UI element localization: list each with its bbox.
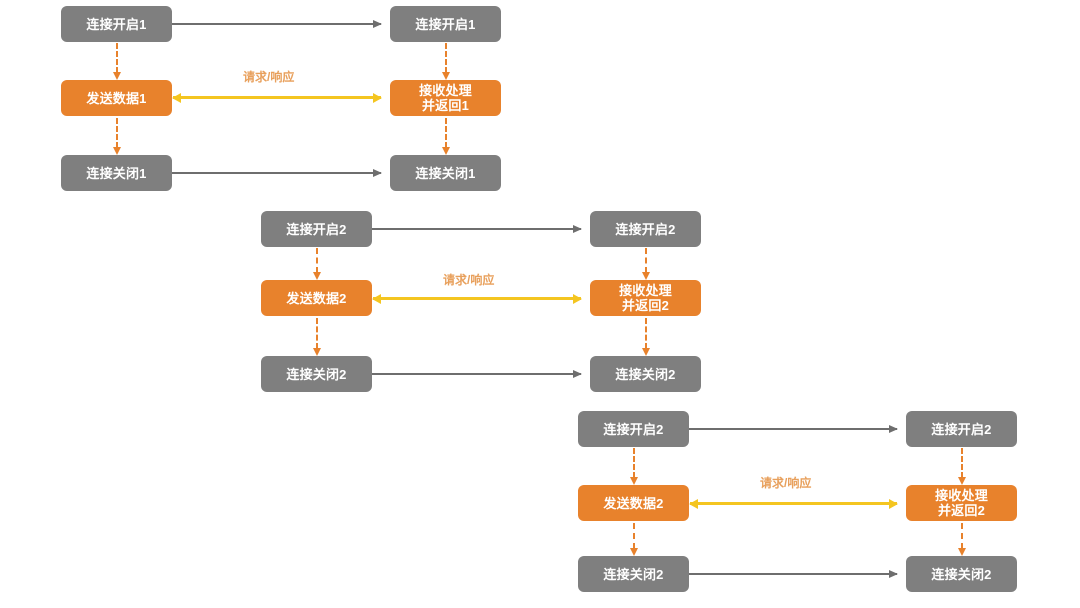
- node-label: 接收处理 并返回2: [935, 488, 988, 518]
- node-label: 连接关闭1: [415, 165, 476, 181]
- node-client-close-2[interactable]: 连接关闭2: [261, 356, 372, 392]
- node-server-receive-2[interactable]: 接收处理 并返回2: [590, 280, 701, 316]
- dashed-connector-client-open-to-send-3: [630, 448, 638, 485]
- node-label: 连接开启1: [86, 16, 147, 32]
- node-label: 连接关闭2: [931, 566, 992, 582]
- node-server-open-1[interactable]: 连接开启1: [390, 6, 501, 42]
- dashed-connector-server-receive-to-close-2: [642, 318, 650, 356]
- dashed-connector-server-open-to-receive-3: [958, 448, 966, 485]
- node-label: 连接开启2: [931, 421, 992, 437]
- node-label: 连接开启2: [603, 421, 664, 437]
- node-label: 连接开启2: [286, 221, 347, 237]
- node-label: 接收处理 并返回2: [619, 283, 672, 313]
- dashed-connector-server-open-to-receive-2: [642, 248, 650, 280]
- node-server-open-2[interactable]: 连接开启2: [590, 211, 701, 247]
- arrow-request-response-1: [172, 92, 382, 103]
- node-server-close-3[interactable]: 连接关闭2: [906, 556, 1017, 592]
- node-server-receive-3[interactable]: 接收处理 并返回2: [906, 485, 1017, 521]
- node-client-close-1[interactable]: 连接关闭1: [61, 155, 172, 191]
- dashed-connector-server-receive-to-close-3: [958, 523, 966, 556]
- arrow-close-3: [689, 569, 898, 578]
- flow-label-1: 请求/响应: [243, 70, 295, 84]
- dashed-connector-server-open-to-receive-1: [442, 43, 450, 80]
- arrow-open-3: [689, 424, 898, 433]
- node-client-close-3[interactable]: 连接关闭2: [578, 556, 689, 592]
- dashed-connector-client-send-to-close-3: [630, 523, 638, 556]
- node-label: 发送数据2: [603, 495, 664, 511]
- node-label: 接收处理 并返回1: [419, 83, 472, 113]
- dashed-connector-server-receive-to-close-1: [442, 118, 450, 155]
- flow-label-2: 请求/响应: [443, 273, 495, 287]
- node-label: 连接关闭2: [603, 566, 664, 582]
- node-label: 连接关闭2: [615, 366, 676, 382]
- node-label: 连接关闭2: [286, 366, 347, 382]
- node-label: 连接开启1: [415, 16, 476, 32]
- node-server-close-2[interactable]: 连接关闭2: [590, 356, 701, 392]
- arrow-request-response-2: [372, 293, 582, 304]
- node-client-open-3[interactable]: 连接开启2: [578, 411, 689, 447]
- dashed-connector-client-open-to-send-1: [113, 43, 121, 80]
- node-server-receive-1[interactable]: 接收处理 并返回1: [390, 80, 501, 116]
- node-client-send-3[interactable]: 发送数据2: [578, 485, 689, 521]
- arrow-request-response-3: [689, 498, 898, 509]
- node-server-close-1[interactable]: 连接关闭1: [390, 155, 501, 191]
- node-label: 连接开启2: [615, 221, 676, 237]
- arrow-open-1: [172, 19, 382, 28]
- node-server-open-3[interactable]: 连接开启2: [906, 411, 1017, 447]
- node-label: 发送数据2: [286, 290, 347, 306]
- flow-label-3: 请求/响应: [760, 476, 812, 490]
- node-client-send-1[interactable]: 发送数据1: [61, 80, 172, 116]
- arrow-close-2: [372, 369, 582, 378]
- node-client-send-2[interactable]: 发送数据2: [261, 280, 372, 316]
- node-label: 发送数据1: [86, 90, 147, 106]
- node-client-open-2[interactable]: 连接开启2: [261, 211, 372, 247]
- dashed-connector-client-send-to-close-1: [113, 118, 121, 155]
- node-label: 连接关闭1: [86, 165, 147, 181]
- arrow-open-2: [372, 224, 582, 233]
- node-client-open-1[interactable]: 连接开启1: [61, 6, 172, 42]
- dashed-connector-client-open-to-send-2: [313, 248, 321, 280]
- dashed-connector-client-send-to-close-2: [313, 318, 321, 356]
- arrow-close-1: [172, 168, 382, 177]
